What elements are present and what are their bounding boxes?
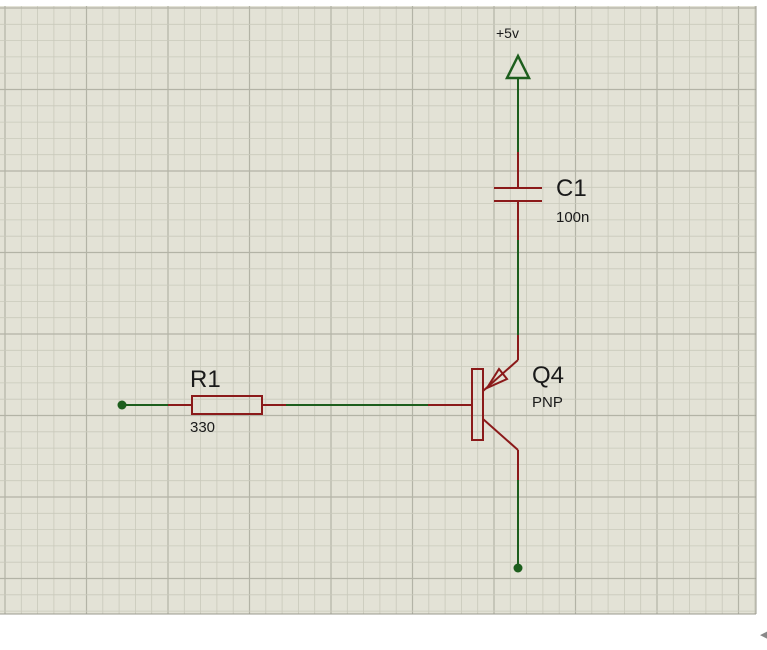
output-node[interactable] — [513, 563, 523, 573]
sheet-area — [0, 6, 756, 614]
corner-scroll-icon[interactable]: ◀ — [760, 628, 767, 641]
q4-base-bar — [471, 368, 484, 441]
q4-emitter-arrow-icon — [484, 367, 509, 391]
r1-value: 330 — [190, 419, 215, 436]
input-node[interactable] — [117, 400, 127, 410]
q4-value: PNP — [532, 394, 563, 411]
power-terminal[interactable]: +5v — [496, 25, 532, 80]
capacitor-c1[interactable]: C1 100n — [494, 152, 589, 240]
resistor-r1[interactable]: R1 330 — [168, 366, 286, 436]
r1-reference: R1 — [190, 366, 221, 393]
grid — [0, 6, 756, 614]
q4-collector — [482, 418, 519, 451]
c1-reference: C1 — [556, 175, 587, 202]
q4-reference: Q4 — [532, 362, 564, 389]
wires — [122, 78, 519, 568]
power-arrow-icon — [504, 53, 532, 80]
c1-value: 100n — [556, 209, 589, 226]
power-label: +5v — [496, 25, 519, 41]
transistor-q4[interactable]: Q4 PNP — [428, 335, 564, 480]
